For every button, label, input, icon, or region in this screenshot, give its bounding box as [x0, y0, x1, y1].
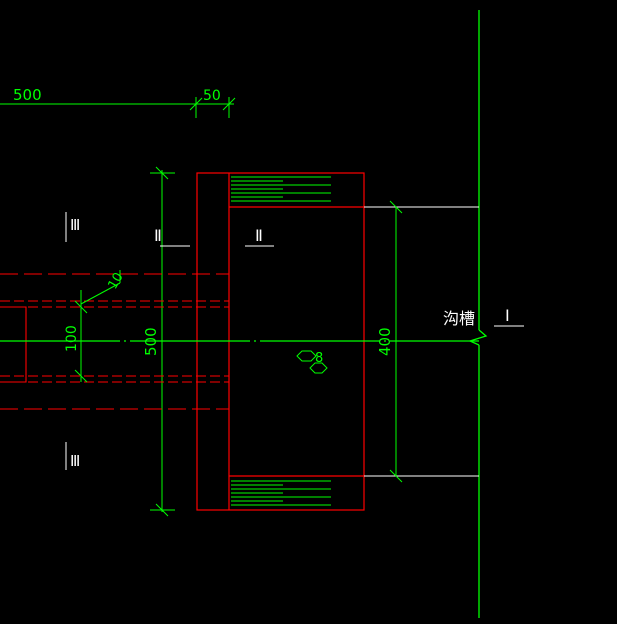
section-label-i: Ⅰ — [494, 306, 524, 327]
rebar-mark-text: 8 — [315, 351, 323, 366]
hatch-top — [231, 176, 331, 202]
left-bar-stub — [0, 306, 27, 383]
rebar-mark — [296, 350, 328, 374]
dimension-100-line — [74, 270, 121, 383]
top-dimension — [0, 97, 236, 118]
section-label-ii-left: Ⅱ — [154, 226, 190, 247]
dimension-50-top: 50 — [203, 88, 221, 104]
section-iii-bottom-text: Ⅲ — [70, 452, 80, 470]
section-iii-top-text: Ⅲ — [70, 216, 80, 234]
section-i-text: Ⅰ — [505, 306, 510, 325]
dashed-lines-left — [0, 273, 229, 410]
dimension-10: 10 — [105, 270, 126, 292]
dimension-500-top: 500 — [13, 86, 42, 104]
dimension-100: 100 — [64, 325, 80, 352]
hatch-bottom — [231, 480, 331, 506]
section-label-iii-bottom: Ⅲ — [65, 442, 80, 470]
dimension-500-vertical: 500 — [142, 327, 160, 356]
section-ii-right-text: Ⅱ — [255, 226, 263, 245]
section-label-ii-right: Ⅱ — [245, 226, 274, 247]
dimension-400: 400 — [376, 327, 394, 356]
trench-label: 沟槽 — [443, 309, 475, 328]
dashed-lines-inner — [0, 300, 229, 383]
section-ii-left-text: Ⅱ — [154, 226, 162, 245]
section-label-iii-top: Ⅲ — [65, 212, 80, 242]
break-symbol — [468, 329, 488, 346]
